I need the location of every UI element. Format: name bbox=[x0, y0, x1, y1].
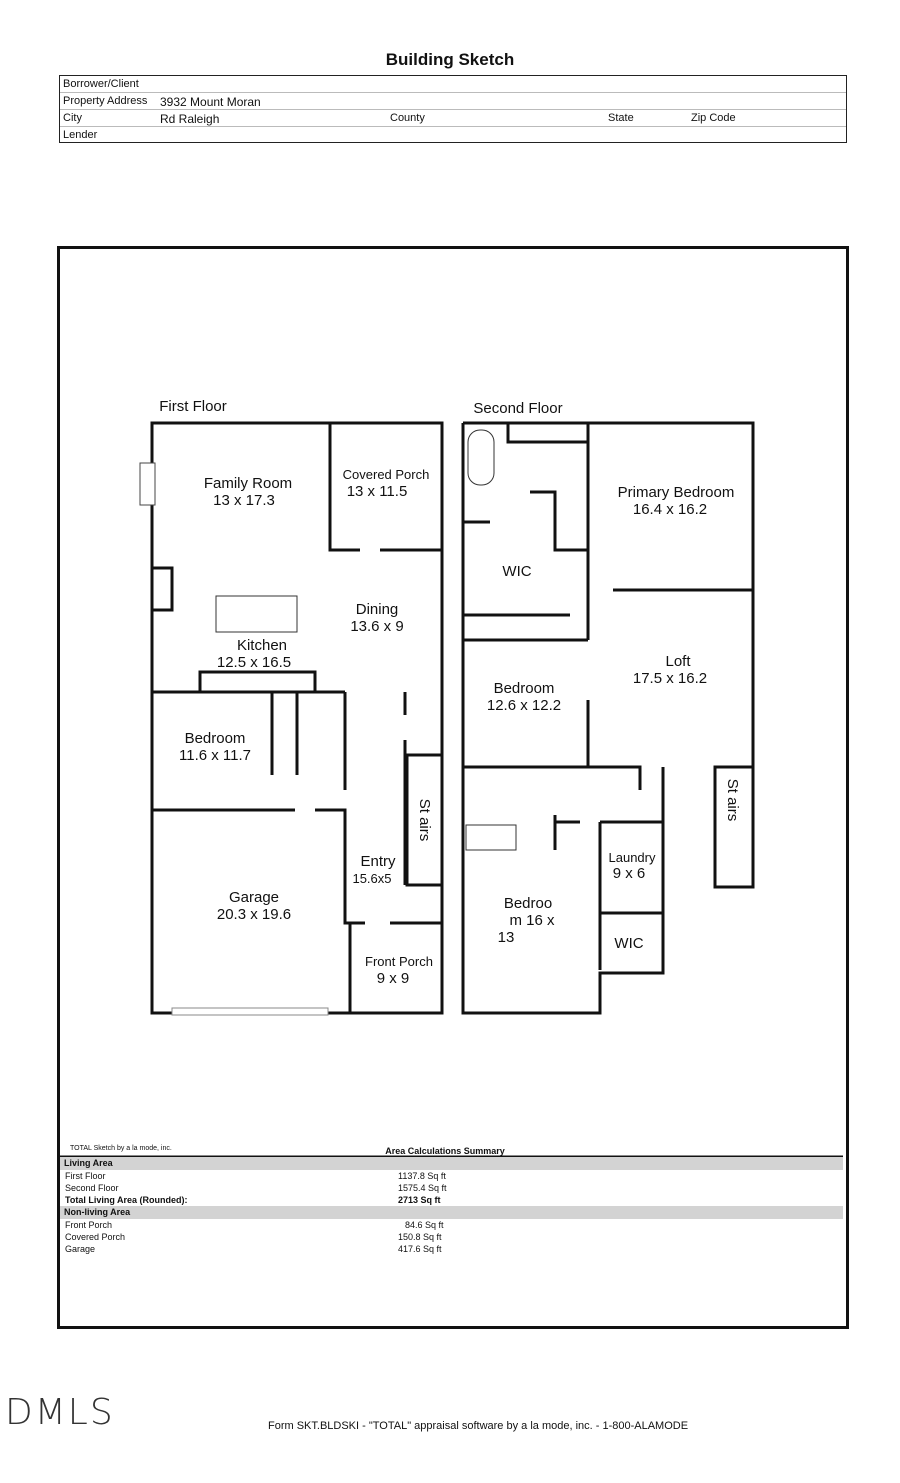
form-footer: Form SKT.BLDSKI - "TOTAL" appraisal soft… bbox=[268, 1420, 689, 1432]
first-floor-label: First Floor bbox=[159, 398, 227, 415]
sketch-frame bbox=[57, 246, 849, 1329]
property-info-table: Borrower/Client Property Address 3932 Mou… bbox=[59, 75, 847, 143]
page-title: Building Sketch bbox=[385, 50, 515, 69]
second-floor-walls bbox=[461, 421, 755, 1015]
room-name: WIC bbox=[502, 563, 531, 580]
zip-label: Zip Code bbox=[691, 112, 736, 124]
room-dims: 13.6 x 9 bbox=[350, 618, 403, 635]
room-dims: 9 x 9 bbox=[377, 970, 410, 987]
room-dims: 20.3 x 19.6 bbox=[217, 906, 291, 923]
stairs-label: St airs bbox=[724, 779, 741, 822]
first-floor-walls bbox=[150, 421, 444, 1015]
city-label: City bbox=[63, 112, 82, 124]
nonliving-area-header: Non-living Area bbox=[60, 1206, 843, 1219]
dmls-logo: DMLS bbox=[5, 1392, 115, 1433]
borrower-label: Borrower/Client bbox=[63, 78, 139, 90]
room-name: Kitchen bbox=[237, 637, 287, 654]
room-name: Garage bbox=[229, 889, 279, 906]
state-label: State bbox=[608, 112, 634, 124]
garage-door bbox=[171, 1007, 329, 1016]
second-floor-label: Second Floor bbox=[473, 400, 562, 417]
room-name: 13 bbox=[498, 929, 515, 946]
room-name: Laundry bbox=[609, 850, 656, 865]
room-dims: 13 x 11.5 bbox=[347, 483, 408, 500]
room-dims: 12.6 x 12.2 bbox=[487, 697, 561, 714]
room-dims: 17.5 x 16.2 bbox=[633, 670, 707, 687]
fireplace bbox=[139, 462, 156, 506]
room-name: Bedroom bbox=[494, 680, 555, 697]
room-name: Covered Porch bbox=[343, 467, 430, 482]
kitchen-island bbox=[215, 595, 298, 633]
room-name: Bedroom bbox=[185, 730, 246, 747]
room-name: WIC bbox=[614, 935, 643, 952]
lender-label: Lender bbox=[63, 129, 98, 141]
room-dims: 15.6x5 bbox=[352, 871, 391, 886]
room-name: Family Room bbox=[204, 475, 292, 492]
room-dims: 12.5 x 16.5 bbox=[217, 654, 291, 671]
room-dims: m 16 x bbox=[509, 912, 555, 929]
room-dims: 11.6 x 11.7 bbox=[179, 747, 251, 764]
room-name: Primary Bedroom bbox=[618, 484, 735, 501]
sketch-credit: TOTAL Sketch by a la mode, inc. bbox=[70, 1145, 172, 1152]
city-value: Rd Raleigh bbox=[160, 112, 220, 126]
room-dims: 16.4 x 16.2 bbox=[633, 501, 707, 518]
total-row: Total Living Area (Rounded):2713 Sq ft bbox=[65, 1195, 441, 1205]
room-name: Bedroo bbox=[504, 895, 552, 912]
bathtub bbox=[467, 429, 495, 486]
summary-title: Area Calculations Summary bbox=[385, 1146, 505, 1156]
address-label: Property Address bbox=[63, 95, 148, 107]
address-value: 3932 Mount Moran bbox=[160, 95, 261, 109]
tub bbox=[465, 824, 517, 851]
living-area-header: Living Area bbox=[60, 1157, 843, 1170]
room-dims: 13 x 17.3 bbox=[213, 492, 275, 509]
room-name: Loft bbox=[665, 653, 691, 670]
stairs-label: St airs bbox=[416, 799, 433, 842]
room-name: Entry bbox=[360, 853, 396, 870]
room-dims: 9 x 6 bbox=[613, 865, 646, 882]
room-name: Dining bbox=[356, 601, 399, 618]
room-name: Front Porch bbox=[365, 954, 433, 969]
county-label: County bbox=[390, 112, 425, 124]
